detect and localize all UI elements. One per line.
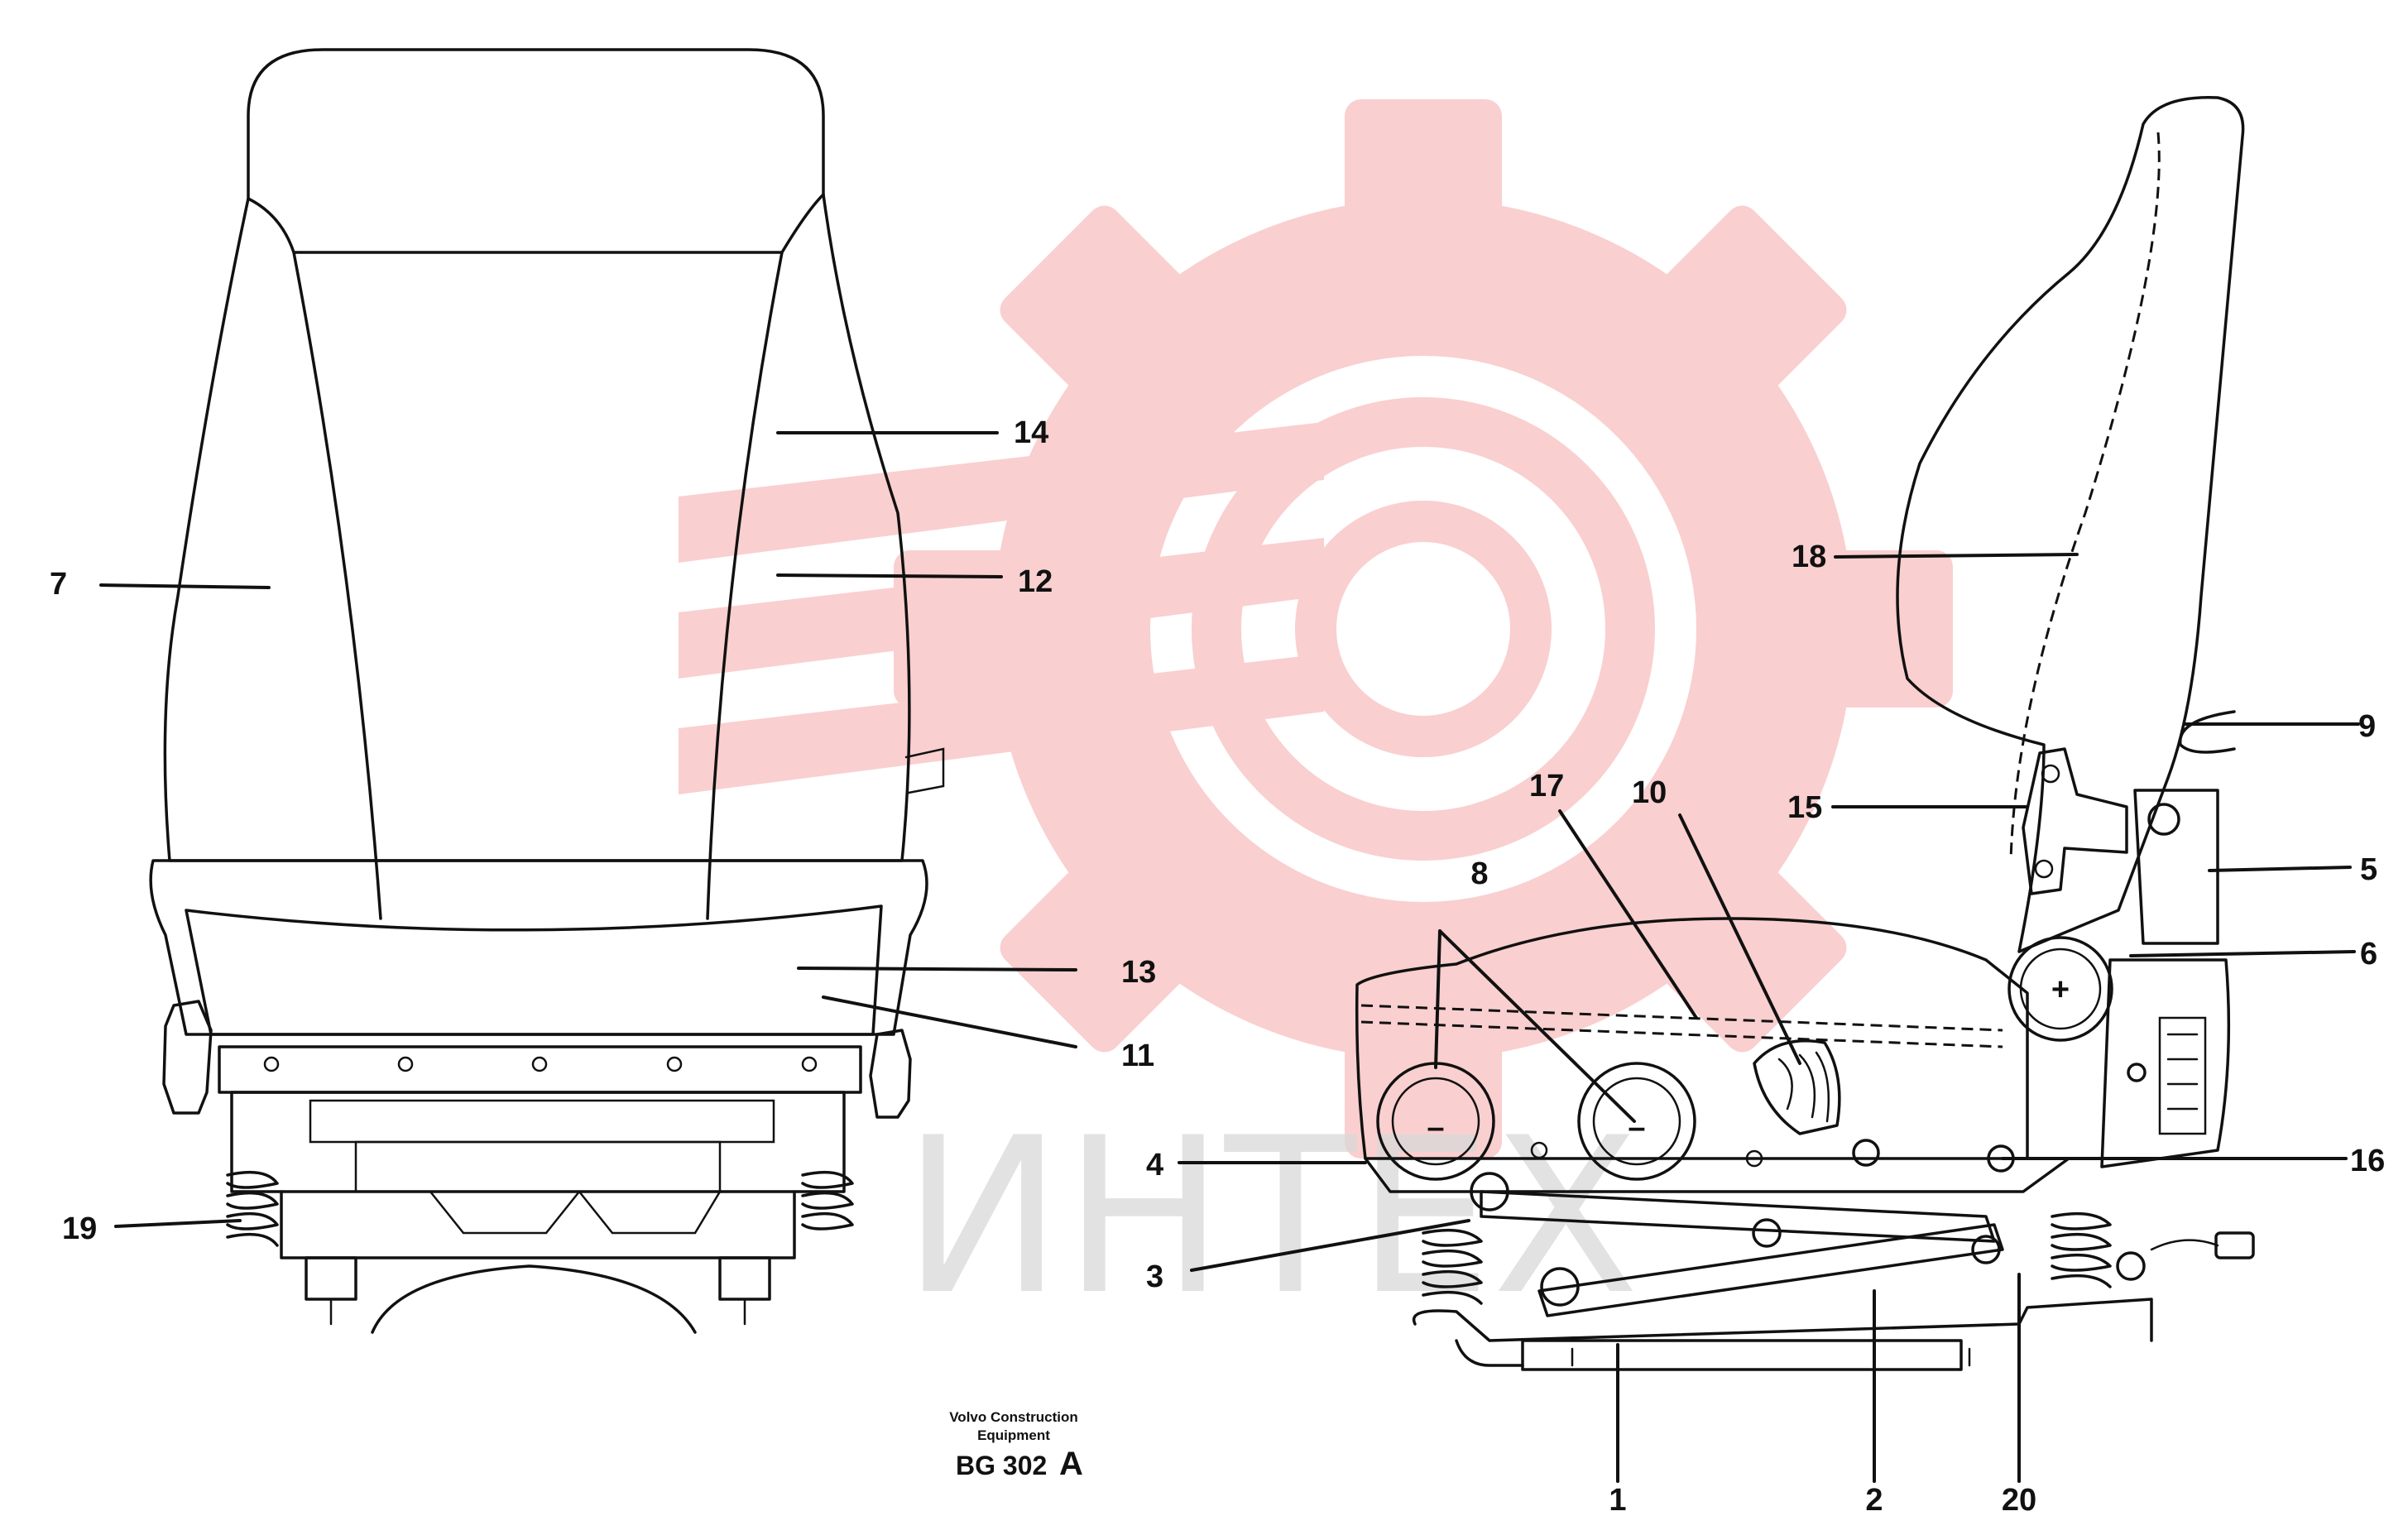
imprint-line-2: Equipment	[977, 1427, 1050, 1443]
callout-6: 6	[2360, 937, 2377, 971]
callout-18: 18	[1792, 540, 1826, 574]
callout-12: 12	[1018, 564, 1053, 599]
adjuster-plus-sign: +	[2051, 972, 2070, 1007]
callout-8: 8	[1470, 856, 1488, 891]
drawing-code: BG 302	[956, 1451, 1047, 1480]
callout-2: 2	[1865, 1483, 1883, 1516]
imprint-line-1: Volvo Construction	[949, 1409, 1078, 1425]
callout-13: 13	[1121, 955, 1156, 990]
callout-19: 19	[62, 1211, 97, 1246]
watermark-text: ИНТЕХ	[902, 1092, 1639, 1342]
side-view-seat: + – –	[1355, 96, 2255, 1371]
callout-15: 15	[1787, 790, 1822, 825]
callout-labels: 7 14 12 13 11 19 4 3 8 17 10 18 15 9 5 6…	[50, 415, 2385, 1516]
callout-4: 4	[1146, 1148, 1163, 1183]
callout-7: 7	[50, 567, 67, 602]
front-view-seat	[149, 48, 945, 1334]
callout-1: 1	[1609, 1483, 1626, 1516]
adjuster-minus-sign-1: –	[1427, 1111, 1444, 1145]
leader-lines	[99, 431, 2360, 1483]
callout-16: 16	[2350, 1144, 2385, 1178]
watermark-gear-logo	[679, 99, 1953, 1159]
callout-3: 3	[1146, 1259, 1163, 1294]
callout-17: 17	[1529, 769, 1564, 804]
publisher-imprint: Volvo Construction Equipment BG 302 A	[949, 1409, 1083, 1482]
callout-5: 5	[2360, 852, 2377, 887]
callout-10: 10	[1632, 775, 1667, 810]
callout-9: 9	[2358, 709, 2376, 744]
callout-11: 11	[1121, 1039, 1154, 1073]
callout-14: 14	[1014, 415, 1048, 450]
drawing-revision: A	[1059, 1446, 1083, 1482]
callout-20: 20	[2002, 1483, 2036, 1516]
